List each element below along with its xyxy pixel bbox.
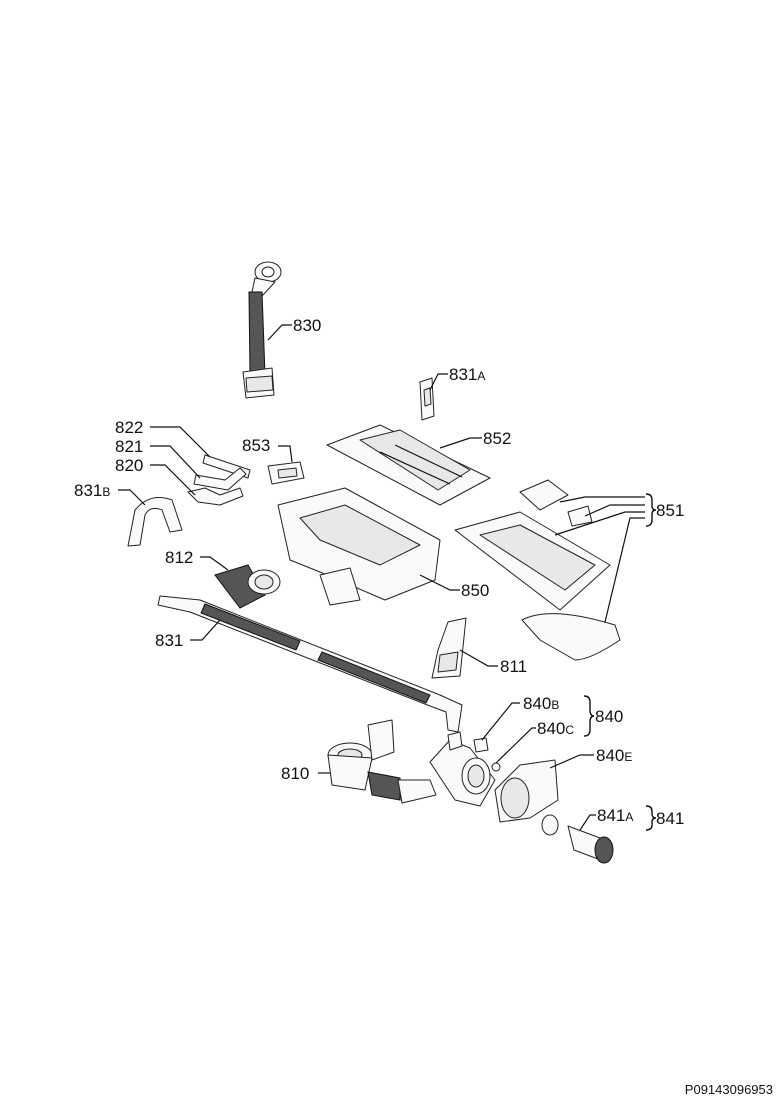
label-840c: 840C xyxy=(537,719,574,738)
leader-850 xyxy=(419,574,460,591)
label-831a: 831A xyxy=(449,365,485,384)
label-831: 831 xyxy=(155,631,183,650)
leader-830 xyxy=(267,324,292,341)
leader-841a xyxy=(579,814,596,831)
label-820: 820 xyxy=(115,456,143,475)
part-841a-drawing xyxy=(541,814,559,836)
leader-851-a xyxy=(559,496,645,503)
leader-840e xyxy=(549,754,594,769)
part-840e-drawing xyxy=(494,759,559,823)
label-831b: 831B xyxy=(74,481,110,500)
part-831a-drawing xyxy=(419,377,435,421)
part-840c-drawing xyxy=(491,762,501,772)
part-840-drawing xyxy=(429,731,496,807)
part-852-drawing xyxy=(326,424,491,506)
brace-841 xyxy=(645,805,657,831)
part-840b-drawing xyxy=(473,737,489,753)
leader-840c xyxy=(495,727,536,764)
label-841a: 841A xyxy=(597,806,633,825)
leader-853 xyxy=(278,445,293,463)
label-852: 852 xyxy=(483,429,511,448)
label-840b: 840B xyxy=(523,694,559,713)
brace-840 xyxy=(583,695,595,737)
label-841: 841 xyxy=(656,809,684,828)
drawing-code: P09143096953 xyxy=(685,1082,773,1097)
brace-851 xyxy=(645,493,657,527)
part-853-drawing xyxy=(267,461,305,485)
part-851-drawing xyxy=(454,479,621,661)
leader-822 xyxy=(150,426,211,458)
part-850-drawing xyxy=(277,487,441,606)
part-831b-drawing xyxy=(127,497,183,547)
part-821-drawing xyxy=(193,467,247,491)
label-830: 830 xyxy=(293,316,321,335)
part-830-drawing xyxy=(242,261,282,399)
part-811-drawing xyxy=(431,617,467,679)
part-831-drawing xyxy=(157,595,463,733)
label-822: 822 xyxy=(115,418,143,437)
leader-840b xyxy=(481,702,520,741)
leader-852 xyxy=(439,437,482,449)
part-841-drawing xyxy=(567,825,614,864)
leader-812 xyxy=(200,556,229,571)
label-851: 851 xyxy=(656,501,684,520)
label-811: 811 xyxy=(500,657,527,676)
leader-820 xyxy=(150,464,196,496)
label-840e: 840E xyxy=(596,746,632,765)
leader-831a xyxy=(429,373,448,391)
leader-851-d xyxy=(604,517,645,623)
label-821: 821 xyxy=(115,437,143,456)
label-812: 812 xyxy=(165,548,193,567)
leader-821 xyxy=(150,445,201,479)
leader-851-b xyxy=(584,504,645,517)
part-820-drawing xyxy=(187,487,244,506)
leader-831 xyxy=(190,619,221,641)
label-850: 850 xyxy=(461,581,489,600)
leader-851-c xyxy=(554,511,645,536)
label-840: 840 xyxy=(595,707,623,726)
leader-811 xyxy=(459,649,498,667)
part-812-drawing xyxy=(214,564,281,609)
label-810: 810 xyxy=(281,764,309,783)
leader-831b xyxy=(118,489,146,506)
part-810-drawing xyxy=(327,719,437,804)
corrugated-hose-830 xyxy=(248,291,266,376)
label-853: 853 xyxy=(242,436,270,455)
